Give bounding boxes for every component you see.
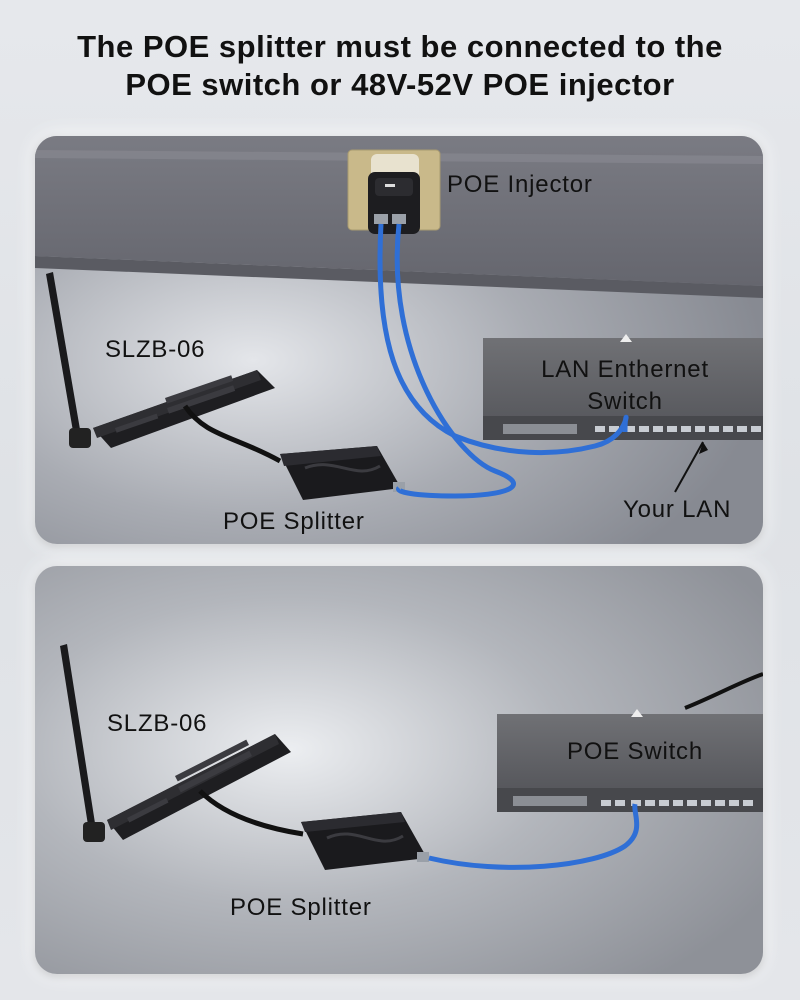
splitter-port (393, 482, 405, 492)
switch-setup-illustration (35, 566, 763, 974)
splitter-port (417, 852, 429, 862)
poe-cable (428, 803, 640, 870)
switch-ports (595, 426, 761, 432)
usb-cable (198, 789, 304, 837)
label-poe-injector: POE Injector (447, 171, 593, 198)
label-slzb-06-top: SLZB-06 (105, 336, 206, 363)
poe-cable (394, 223, 517, 499)
usb-cable (182, 404, 282, 464)
label-poe-splitter-top: POE Splitter (223, 508, 365, 535)
switch-setup-panel: SLZB-06 POE Switch POE Splitter (35, 566, 763, 974)
antenna (46, 272, 82, 443)
injector-port-2 (392, 214, 406, 224)
injector-setup-illustration (35, 136, 763, 544)
label-your-lan: Your LAN (623, 496, 732, 523)
title-line-1: The POE splitter must be connected to th… (77, 29, 723, 64)
lan-ethernet-switch (483, 338, 763, 434)
lan-cable (377, 223, 629, 456)
title-line-2: POE switch or 48V-52V POE injector (125, 67, 675, 102)
poe-switch (497, 714, 763, 796)
label-lan-switch-line-1: LAN Enthernet (541, 356, 709, 383)
label-poe-switch: POE Switch (566, 738, 704, 765)
injector-setup-panel: POE Injector SLZB-06 LAN Enthernet Switc… (35, 136, 763, 544)
injector-port-1 (374, 214, 388, 224)
label-lan-switch: LAN Enthernet Switch (505, 354, 745, 418)
label-poe-splitter-bottom: POE Splitter (230, 894, 372, 921)
switch-ports (601, 800, 753, 806)
label-slzb-06-bottom: SLZB-06 (107, 710, 208, 737)
uplink-cable (684, 672, 763, 710)
label-lan-switch-line-2: Switch (587, 388, 663, 415)
lan-arrow (674, 441, 704, 493)
antenna (60, 644, 97, 838)
page-title: The POE splitter must be connected to th… (0, 28, 800, 104)
